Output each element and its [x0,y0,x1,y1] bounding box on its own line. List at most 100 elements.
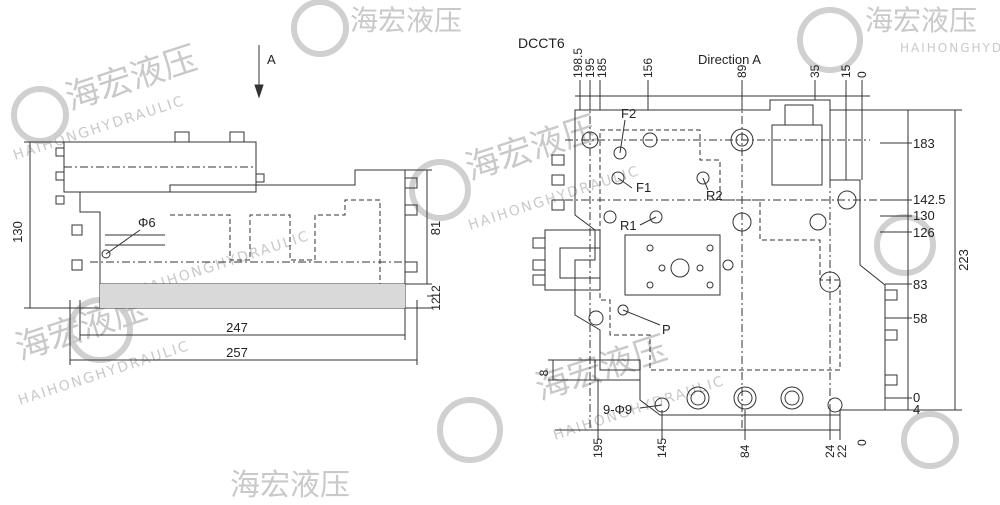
port-r1 [649,210,663,224]
center-port [670,258,690,278]
holes-label: 9-Φ9 [603,402,632,417]
watermark-logo-7: 海宏液压 HAIHONGHYDRAULIC [437,328,727,463]
leader-line [105,229,141,255]
dim-text-130: 130 [10,221,25,243]
dim-text-12b: 12 [429,297,443,311]
leader-r1 [639,216,657,226]
leader-r2 [702,177,709,191]
base-plate-fill [100,284,405,308]
port-label-f1: F1 [636,180,651,195]
direction-arrow-head [254,84,264,99]
watermark-logo-2: 海宏液压 HAIHONGHYDRAULIC [797,4,1000,73]
port-circle [780,386,804,410]
pin [551,154,565,166]
bolt-hole [722,259,734,271]
dim-right-8: 4 [913,402,920,417]
pin [532,274,546,286]
port-f2 [613,146,627,160]
dim-bottom-2: 145 [655,438,669,458]
dim-right-6: 58 [913,311,927,326]
dim-top-2: 195 [583,58,597,78]
port-circle-inner [737,390,753,406]
watermark-text-cn: 海宏液压 [230,468,350,500]
pin [55,171,65,181]
pin [55,195,65,205]
dim-right-5: 83 [913,277,927,292]
watermark-logo-4: 海宏液压 HAIHONGHYDRAULIC [409,108,642,234]
watermark-text-cn: 海宏液压 [350,4,462,37]
pin [884,289,898,301]
direction-label: Direction A [698,52,761,67]
dim-top-4: 156 [641,58,655,78]
watermark-logo-6: 海宏液压 HAIHONGHYDRAULIC HAIHONGHYDRAULIC [10,228,312,409]
pin [551,174,565,186]
watermark-logo-3: 海宏液压 HAIHONGHYDRAULIC [11,38,202,164]
pin [55,147,65,157]
front-view [532,80,962,440]
port-label-r1: R1 [620,218,637,233]
dim-right-7: 0 [913,390,920,405]
port-p [617,304,629,316]
pin [404,204,418,216]
bolt-head [174,131,190,143]
dim-bottom-4: 24 [823,444,837,458]
pin [404,177,418,189]
mount-hole [827,397,843,413]
pin [551,199,565,211]
bolt-hole [696,264,704,272]
pin [255,173,265,183]
leader-p [622,309,661,326]
pipe-stub [594,359,641,381]
mount-hole [603,210,617,224]
dim-bottom-6: 0 [855,439,869,446]
dim-left-8: 8 [537,369,551,376]
port-circle-inner [690,390,706,406]
pin [884,329,898,341]
mount-hole [588,310,604,326]
dim-top-8: 0 [855,71,869,78]
bolt-hole [646,244,654,252]
dim-bottom-3: 84 [738,444,752,458]
bolt-hole [646,281,654,289]
dim-top-7: 15 [839,64,853,78]
connector-face [559,247,601,279]
pin [71,259,83,271]
leader-f1 [617,177,633,189]
pin [884,374,898,386]
pin [532,259,546,271]
dim-top-6: 35 [808,64,822,78]
watermark-text-cn: 海宏液压 [460,108,602,188]
bolt-hole [658,264,666,272]
port-label-p: P [662,322,671,337]
hole-phi6 [101,249,111,259]
port-f1 [611,171,625,185]
hidden-lines [170,199,381,284]
watermark-text-en: HAIHONGHYDRAULIC [900,41,1000,55]
dim-top-5: 89 [735,64,749,78]
center-manifold [624,234,721,296]
hole-label-phi6: Φ6 [138,215,156,230]
watermark-logo-1: 海宏液压 [291,0,462,57]
port-circle [733,386,757,410]
dim-text-257: 257 [226,345,248,360]
watermark-logo-5 [874,214,936,276]
bolt-head [229,131,245,143]
watermark-text-cn: 海宏液压 [865,4,977,37]
dim-text-247: 247 [226,320,248,335]
arrow-label-a: A [267,52,276,67]
dim-top-3: 185 [595,58,609,78]
port-circle [686,386,710,410]
dim-right-2: 142.5 [913,192,946,207]
leader-f2 [619,119,626,154]
dim-right-1: 183 [913,136,935,151]
watermark-logo-8: 海宏液压 [230,411,959,503]
port-label-f2: F2 [621,106,636,121]
dim-bottom-5: 22 [835,444,849,458]
dim-text-12a: 12 [429,285,443,299]
valve-body-outline [79,169,406,285]
dim-right-4: 126 [913,225,935,240]
dim-bottom-1: 195 [591,438,605,458]
solenoid-cap [784,104,814,126]
